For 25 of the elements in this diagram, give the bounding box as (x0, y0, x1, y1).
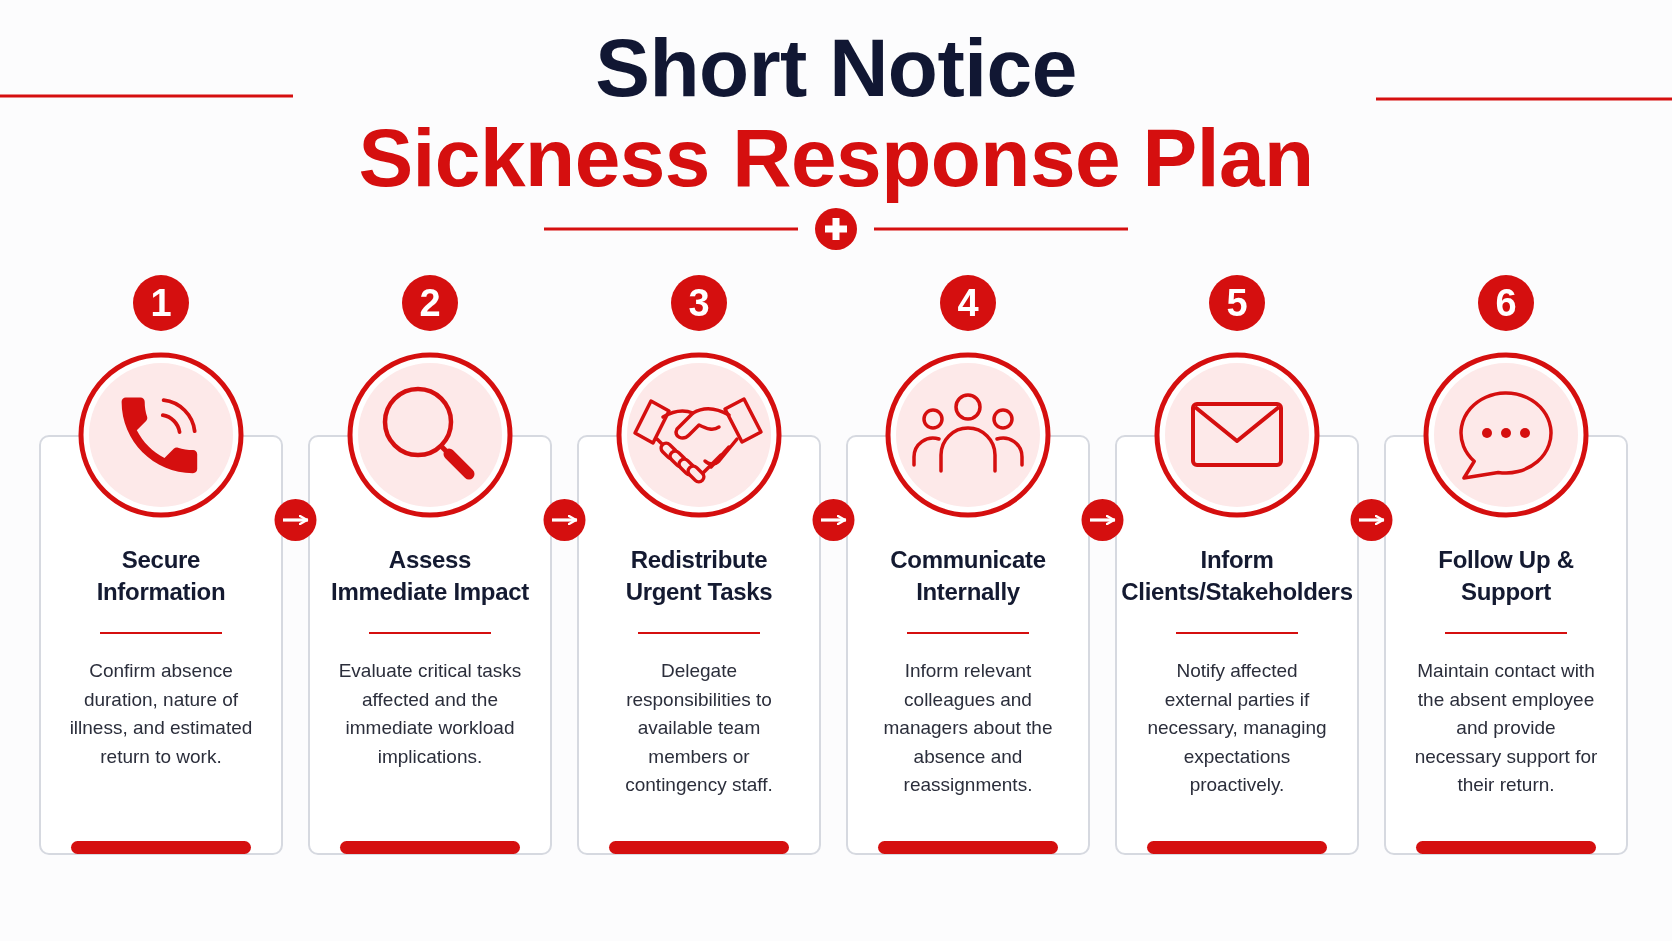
step-description: Delegate responsibilities to available team members or contingency staff. (624, 659, 774, 797)
step-title: Secure Information (95, 545, 227, 607)
arrow (283, 514, 309, 526)
step-number: 4 (940, 275, 996, 331)
step-number: 2 (402, 275, 458, 331)
step-title: Assess Immediate Impact (330, 545, 530, 607)
step-description: Confirm absence duration, nature of illness, and estimated return to work. (68, 659, 254, 769)
arrow (821, 514, 847, 526)
arrow (1359, 514, 1385, 526)
step-number: 6 (1478, 275, 1534, 331)
subheading: Sickness Response Plan (358, 112, 1314, 204)
step-number: 1 (133, 275, 189, 331)
arrow (552, 514, 578, 526)
step-number: 5 (1209, 275, 1265, 331)
step-description: Notify affected external parties if necessary, managing expectations proactively. (1146, 659, 1328, 797)
step-title: Follow Up & Support (1437, 545, 1575, 607)
arrow (1090, 514, 1116, 526)
step-description: Maintain contact with the absent employee and provide necessary support for their return. (1413, 659, 1599, 797)
heading: Short Notice (595, 22, 1077, 114)
step-description: Evaluate critical tasks affected and the immediate workload implications. (337, 659, 523, 769)
step-number: 3 (671, 275, 727, 331)
step-title: Redistribute Urgent Tasks (624, 545, 774, 607)
step-description: Inform relevant colleagues and managers about the absence and reassignments. (882, 659, 1054, 797)
step-title: Communicate Internally (889, 545, 1047, 607)
step-title: Inform Clients/Stakeholders (1120, 545, 1354, 607)
